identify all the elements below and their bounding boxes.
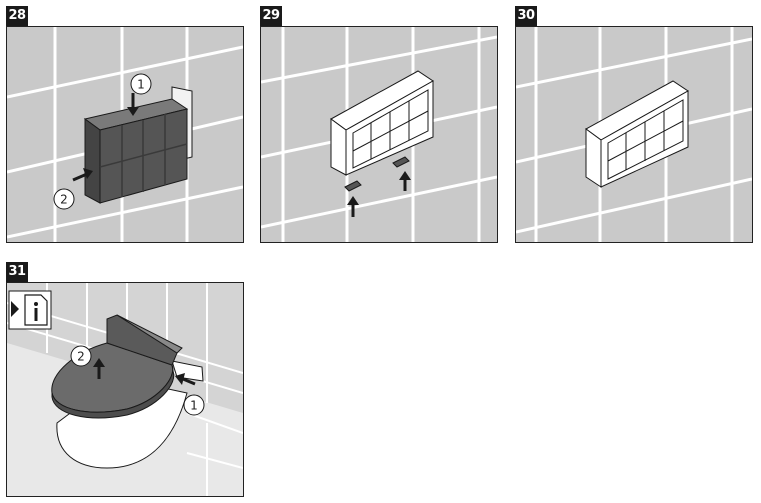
panel-29-illustration bbox=[261, 27, 497, 242]
frame-box bbox=[585, 80, 689, 188]
callout-1: 1 bbox=[130, 73, 152, 95]
panel-29 bbox=[260, 26, 498, 243]
callout-1-label: 1 bbox=[137, 78, 145, 92]
cover-box bbox=[83, 98, 189, 204]
info-document-icon bbox=[8, 290, 52, 330]
frame-box bbox=[330, 70, 434, 176]
callout-2: 2 bbox=[70, 345, 92, 367]
panel-31-illustration: 2 1 bbox=[7, 283, 243, 496]
arrow-icon bbox=[399, 171, 411, 191]
arrow-icon bbox=[175, 373, 196, 386]
mounting-clip-icon bbox=[344, 156, 410, 192]
panel-30 bbox=[515, 26, 753, 243]
step-badge-30: 30 bbox=[515, 6, 537, 26]
callout-2: 2 bbox=[53, 188, 75, 210]
callout-1-label: 1 bbox=[190, 399, 198, 413]
panel-28: 1 2 bbox=[6, 26, 244, 243]
panel-30-illustration bbox=[516, 27, 752, 242]
arrow-icon bbox=[347, 196, 359, 217]
arrow-icon bbox=[93, 358, 105, 379]
arrow-icon bbox=[72, 168, 93, 182]
callout-2-label: 2 bbox=[77, 350, 85, 364]
step-badge-31: 31 bbox=[6, 262, 28, 282]
step-badge-29: 29 bbox=[260, 6, 282, 26]
panel-28-illustration: 1 2 bbox=[7, 27, 243, 242]
callout-2-label: 2 bbox=[60, 193, 68, 207]
step-badge-28: 28 bbox=[6, 6, 28, 26]
wall-tiles bbox=[261, 27, 497, 242]
arrow-icon bbox=[127, 93, 139, 116]
panel-31: 2 1 bbox=[6, 282, 244, 497]
callout-1: 1 bbox=[183, 394, 205, 416]
